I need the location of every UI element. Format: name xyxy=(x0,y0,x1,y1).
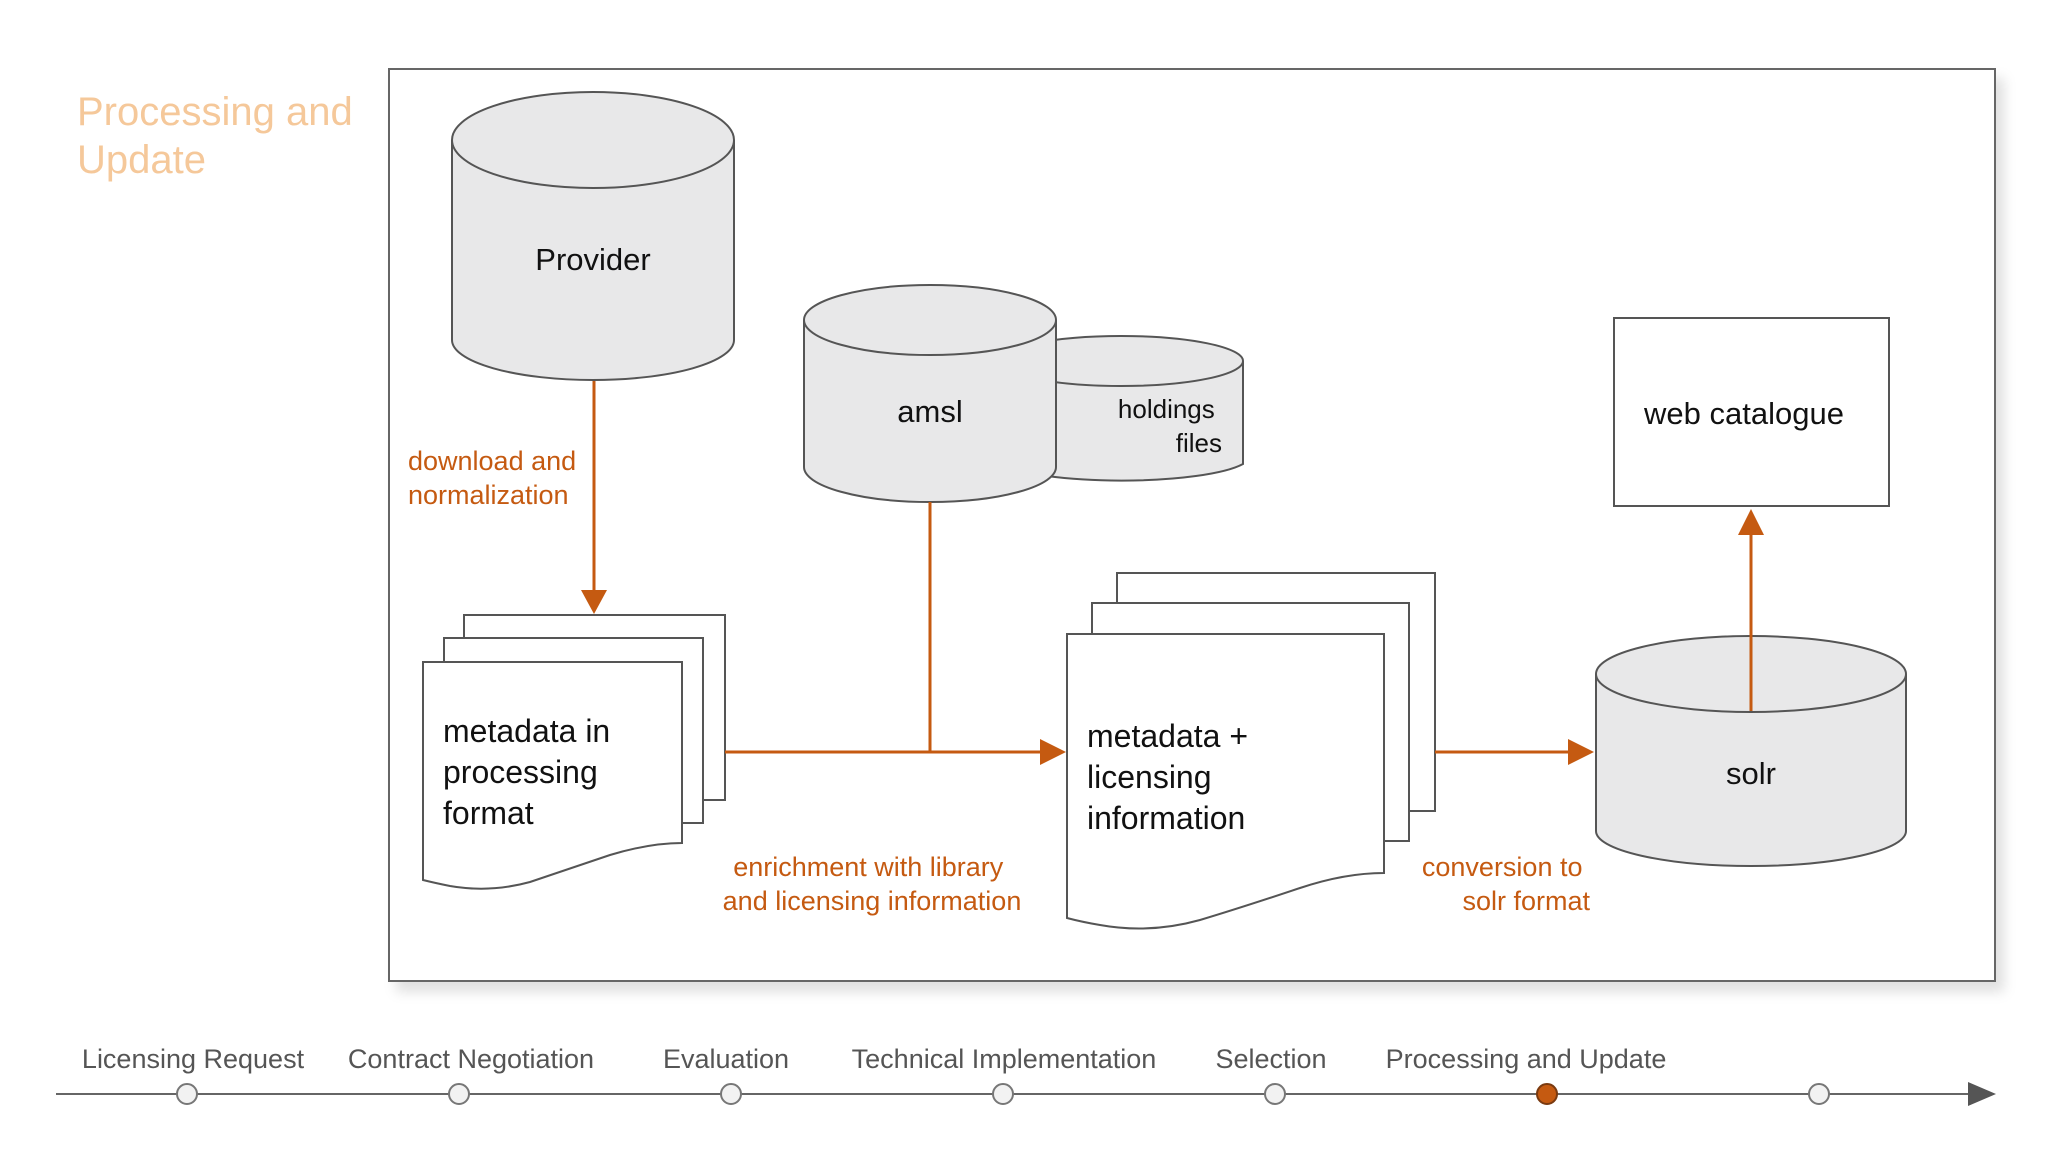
connector-metadata-to-licensing xyxy=(725,739,1066,765)
timeline-step-label[interactable]: Selection xyxy=(1215,1044,1326,1074)
metadata-licensing-label: metadata + licensing information xyxy=(1087,718,1257,836)
conversion-label: conversion to solr format xyxy=(1422,852,1591,916)
timeline-step-dot[interactable] xyxy=(1264,1083,1286,1105)
connector-solr-to-web-catalogue xyxy=(1738,509,1764,711)
metadata-processing-label: metadata in processing format xyxy=(443,713,619,831)
timeline-step-label[interactable]: Evaluation xyxy=(663,1044,789,1074)
timeline-step-label[interactable]: Technical Implementation xyxy=(852,1044,1157,1074)
metadata-processing-document-stack xyxy=(422,614,726,890)
enrichment-label: enrichment with library and licensing in… xyxy=(723,852,1022,916)
web-catalogue-box xyxy=(1613,317,1890,507)
amsl-label: amsl xyxy=(897,394,962,429)
timeline-step-label[interactable]: Licensing Request xyxy=(82,1044,305,1074)
web-catalogue-label: web catalogue xyxy=(1643,396,1844,431)
page-title: Processing and Update xyxy=(77,90,353,182)
timeline-step-dot[interactable] xyxy=(992,1083,1014,1105)
timeline-step-dot[interactable] xyxy=(448,1083,470,1105)
solr-label: solr xyxy=(1726,756,1776,791)
connector-provider-to-metadata xyxy=(581,381,607,614)
timeline-step-dot[interactable] xyxy=(1808,1083,1830,1105)
timeline-step-label[interactable]: Contract Negotiation xyxy=(348,1044,594,1074)
holdings-files-label: holdings files xyxy=(1118,394,1222,458)
metadata-licensing-document-stack xyxy=(1066,572,1436,930)
timeline-step-dot[interactable] xyxy=(176,1083,198,1105)
timeline: Licensing Request Contract Negotiation Eva… xyxy=(56,1044,1996,1106)
timeline-step-label[interactable]: Processing and Update xyxy=(1386,1044,1667,1074)
download-normalization-label: download and normalization xyxy=(408,446,584,510)
timeline-arrowhead xyxy=(1968,1082,1996,1106)
timeline-step-dot[interactable] xyxy=(1536,1083,1558,1105)
provider-database-icon xyxy=(451,91,735,381)
amsl-database-icon xyxy=(803,284,1057,503)
provider-label: Provider xyxy=(535,242,650,277)
timeline-step-dot[interactable] xyxy=(720,1083,742,1105)
connector-licensing-to-solr xyxy=(1435,739,1594,765)
holdings-files-database-icon xyxy=(998,335,1244,482)
